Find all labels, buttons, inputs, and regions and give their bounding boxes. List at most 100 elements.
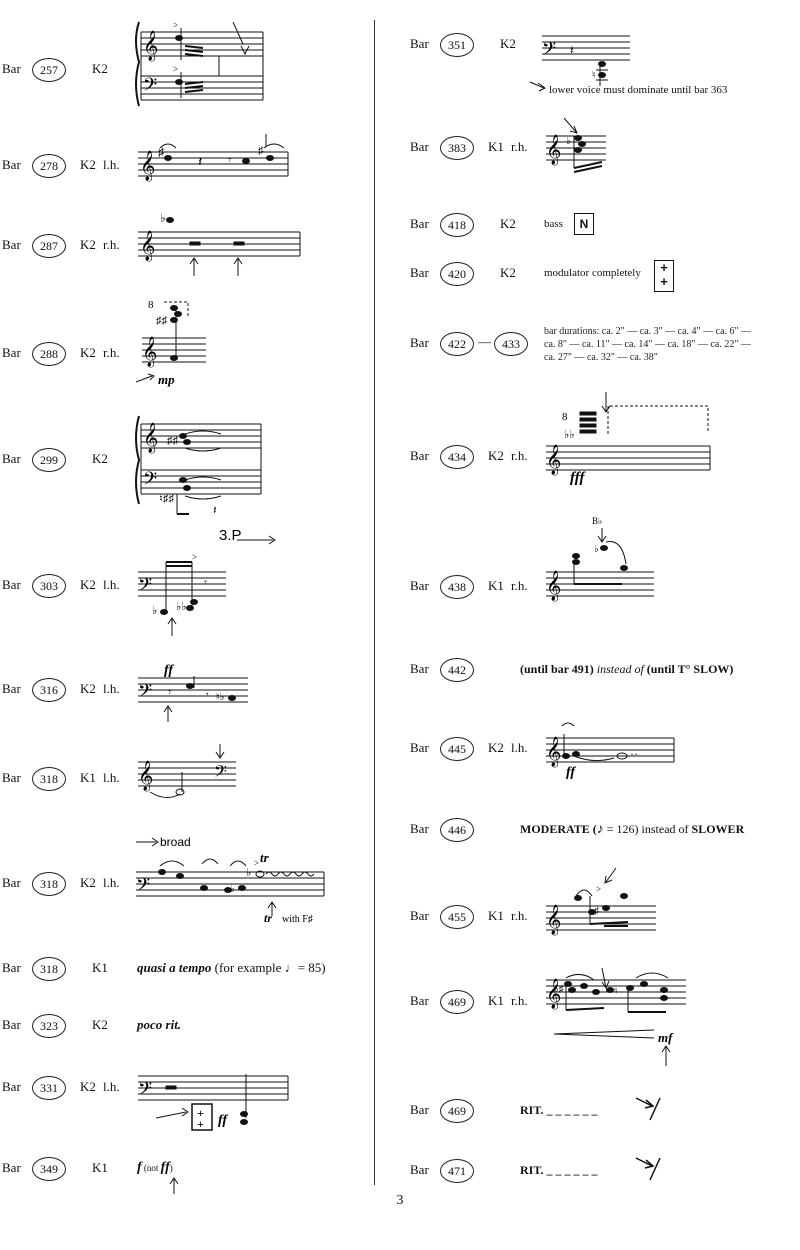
bar-number: 331 bbox=[32, 1076, 66, 1100]
svg-text:♭: ♭ bbox=[160, 211, 166, 225]
hand-label: l.h. bbox=[103, 157, 120, 172]
entry-323: Bar 323 K2 poco rit. bbox=[0, 1014, 370, 1044]
svg-text:𝄾: 𝄾 bbox=[228, 153, 231, 167]
instead-of: instead of bbox=[596, 662, 647, 676]
svg-text:♮: ♮ bbox=[592, 70, 596, 81]
score-excerpt-318-k2: 𝄢 broad ♭♭> tr tr with F♯ bbox=[136, 835, 325, 925]
svg-text:+: + bbox=[197, 1106, 204, 1120]
up-arrow-icon bbox=[169, 1177, 179, 1194]
score-excerpt-303: 𝄢 ♭♭♭>𝄾 bbox=[138, 552, 226, 636]
bar-label: Bar bbox=[2, 875, 21, 890]
quarter-note-icon: ♩ bbox=[284, 960, 298, 975]
svg-text:𝄞: 𝄞 bbox=[546, 736, 561, 768]
tempo-italic: quasi a tempo bbox=[137, 960, 212, 975]
dynamic-f: f bbox=[137, 1160, 142, 1175]
svg-text:𝄞: 𝄞 bbox=[140, 150, 155, 182]
score-excerpt-331: 𝄢 ++ ff bbox=[138, 1074, 289, 1131]
dynamic-mark: ff bbox=[566, 765, 576, 780]
bar-number: 438 bbox=[440, 575, 474, 599]
entry-446: Bar 446 MODERATE (♪ = 126) instead of SL… bbox=[410, 818, 800, 848]
hand-label: l.h. bbox=[103, 875, 120, 890]
rit-instruction: RIT. _ _ _ _ _ _ bbox=[520, 1163, 598, 1177]
score-excerpt-351: 𝄢 𝄽 ♮ bbox=[542, 35, 630, 86]
entry-442: Bar 442 (until bar 491) instead of (unti… bbox=[410, 658, 800, 688]
bar-label: Bar bbox=[2, 1160, 21, 1175]
bar-number: 318 bbox=[32, 957, 66, 981]
score-excerpt-455: 𝄞 ♯> bbox=[546, 867, 656, 936]
instead-of: instead of bbox=[641, 822, 692, 836]
score-excerpt-438: 𝄞B♭ ♭ bbox=[546, 516, 654, 602]
durations-line-2: ca. 8" — ca. 11" — ca. 14" — ca. 18" — c… bbox=[544, 339, 751, 350]
hand-label: l.h. bbox=[103, 681, 120, 696]
svg-text:𝄾: 𝄾 bbox=[168, 685, 171, 699]
svg-text:𝄾: 𝄾 bbox=[206, 690, 209, 701]
player-label: K2 bbox=[80, 681, 96, 696]
dynamic-mark: ff bbox=[164, 663, 174, 678]
bar-number: 278 bbox=[32, 154, 66, 178]
svg-text:♯: ♯ bbox=[158, 145, 164, 159]
svg-text:>: > bbox=[192, 552, 197, 562]
entry-351: Bar 351 K2 bbox=[410, 33, 800, 63]
svg-text:♭: ♭ bbox=[246, 867, 251, 879]
svg-text:♮♯♯: ♮♯♯ bbox=[159, 493, 174, 505]
bar-number: 316 bbox=[32, 678, 66, 702]
arrow-icon bbox=[529, 81, 546, 92]
bar-number: 318 bbox=[32, 872, 66, 896]
score-excerpt-257: 𝄞𝄢 >> bbox=[135, 20, 264, 107]
octave-mark: 8 bbox=[148, 299, 154, 311]
entry-349: Bar 349 K1 f (not ff) bbox=[0, 1157, 370, 1187]
hand-label: l.h. bbox=[103, 577, 120, 592]
svg-text:𝄞: 𝄞 bbox=[143, 422, 158, 454]
svg-text:𝄞: 𝄞 bbox=[546, 978, 561, 1010]
bar-number: 287 bbox=[32, 234, 66, 258]
svg-text:𝄢: 𝄢 bbox=[136, 874, 150, 899]
bar-label: Bar bbox=[2, 681, 21, 696]
score-excerpt-299: 𝄞𝄢 ♯♯♮♯♯𝄽 3.P bbox=[135, 415, 276, 545]
broad-marking: broad bbox=[160, 835, 191, 849]
svg-text:♭: ♭ bbox=[594, 544, 599, 555]
svg-text:♭♯: ♭♯ bbox=[554, 984, 564, 995]
hand-label: l.h. bbox=[103, 1079, 120, 1094]
until-bar-491: (until bar 491) bbox=[520, 662, 597, 676]
svg-text:𝄢: 𝄢 bbox=[542, 38, 556, 63]
durations-line-1: bar durations: ca. 2" — ca. 3" — ca. 4" … bbox=[544, 326, 752, 337]
player-label: K2 bbox=[488, 740, 504, 755]
bar-label: Bar bbox=[410, 36, 429, 51]
svg-text:>: > bbox=[173, 64, 178, 74]
bar-number: 288 bbox=[32, 342, 66, 366]
player-label: K1 bbox=[488, 993, 504, 1008]
modulator-label: modulator completely bbox=[544, 267, 641, 279]
dynamic-mark: ff bbox=[218, 1113, 228, 1128]
svg-text:>: > bbox=[173, 20, 178, 30]
hand-label: r.h. bbox=[511, 448, 528, 463]
player-label: K2 bbox=[488, 448, 504, 463]
entry-471-rit: Bar 471 RIT. _ _ _ _ _ _ bbox=[410, 1159, 800, 1189]
bar-number: 455 bbox=[440, 905, 474, 929]
svg-text:♯: ♯ bbox=[594, 906, 599, 917]
svg-text:𝄞: 𝄞 bbox=[546, 570, 561, 602]
bar-number: 422 bbox=[440, 332, 474, 356]
lower-voice-note: lower voice must dominate until bar 363 bbox=[549, 84, 728, 96]
svg-text:𝄽: 𝄽 bbox=[198, 155, 202, 170]
bar-label: Bar bbox=[410, 448, 429, 463]
svg-text:𝄞: 𝄞 bbox=[140, 230, 155, 262]
bar-number: 446 bbox=[440, 818, 474, 842]
player-label: K2 bbox=[80, 157, 96, 172]
bar-number: 318 bbox=[32, 767, 66, 791]
svg-text:𝄢: 𝄢 bbox=[143, 468, 157, 493]
paren-open: (not bbox=[141, 1163, 161, 1173]
trill-mark-bottom: tr bbox=[264, 911, 272, 925]
svg-text:𝄽: 𝄽 bbox=[570, 43, 574, 57]
player-label: K2 bbox=[92, 1017, 108, 1032]
bar-number: 383 bbox=[440, 136, 474, 160]
entry-318-k2-lh: Bar 318 K2 l.h. bbox=[0, 872, 370, 902]
dynamic-mark: fff bbox=[570, 470, 586, 486]
tempo-instruction: quasi a tempo (for example ♩= 85) bbox=[137, 960, 326, 976]
hand-label: r.h. bbox=[511, 139, 528, 154]
entry-445: Bar 445 K2 l.h. bbox=[410, 737, 800, 767]
player-label: K2 bbox=[80, 237, 96, 252]
player-label: K2 bbox=[500, 265, 516, 280]
bar-label: Bar bbox=[2, 61, 21, 76]
rit-end-arrow-icon bbox=[635, 1157, 661, 1181]
entry-434: Bar 434 K2 r.h. bbox=[410, 445, 800, 475]
